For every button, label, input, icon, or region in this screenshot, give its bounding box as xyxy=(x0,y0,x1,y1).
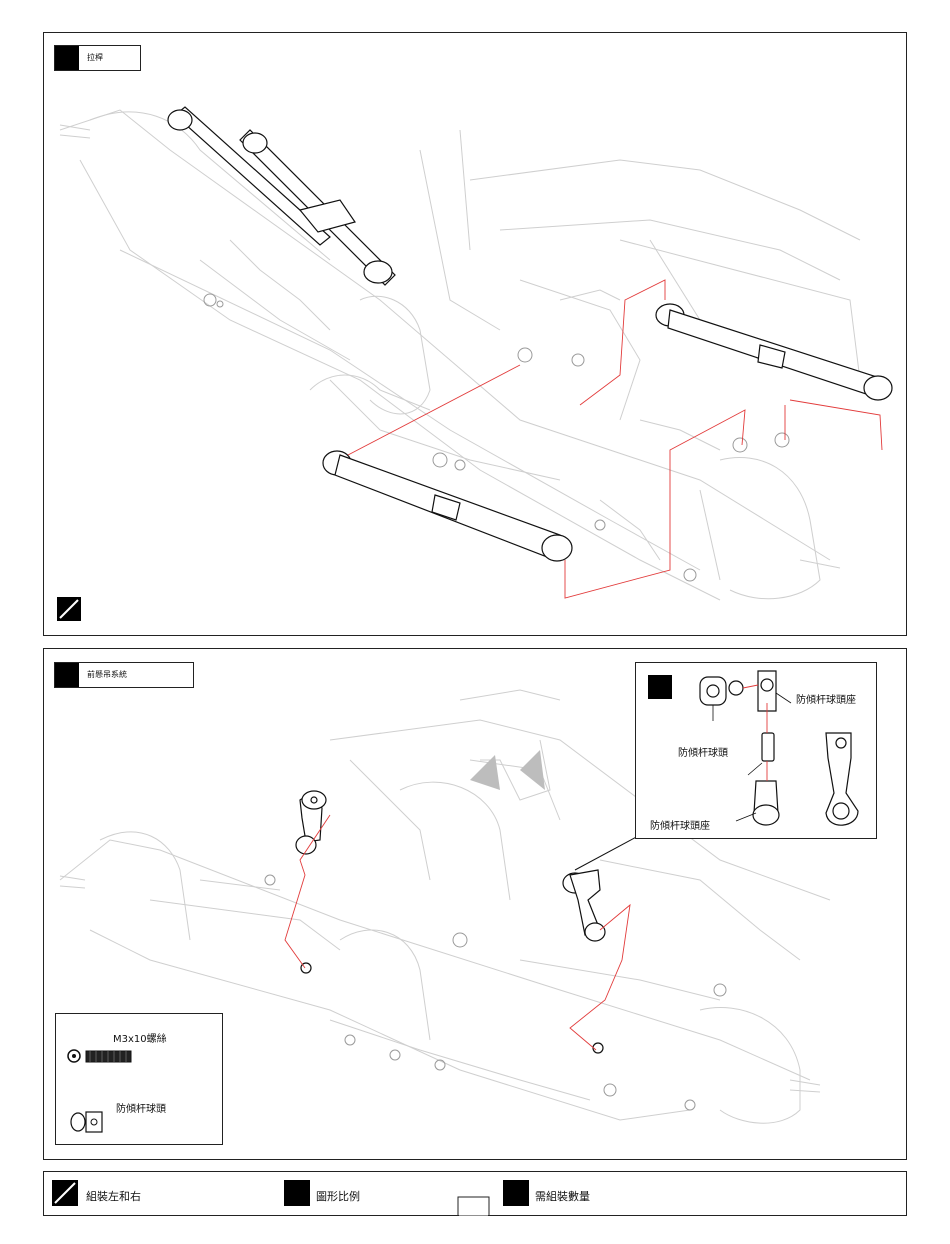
legend-left-right-label: 組裝左和右 xyxy=(86,1191,141,1203)
legend-scale-label: 圖形比例 xyxy=(316,1191,360,1203)
legend-quantity-icon xyxy=(503,1180,529,1206)
legend-scale-icon xyxy=(284,1180,310,1206)
legend-left-right-icon xyxy=(52,1180,78,1206)
legend-quantity-label: 需組裝數量 xyxy=(535,1191,590,1203)
